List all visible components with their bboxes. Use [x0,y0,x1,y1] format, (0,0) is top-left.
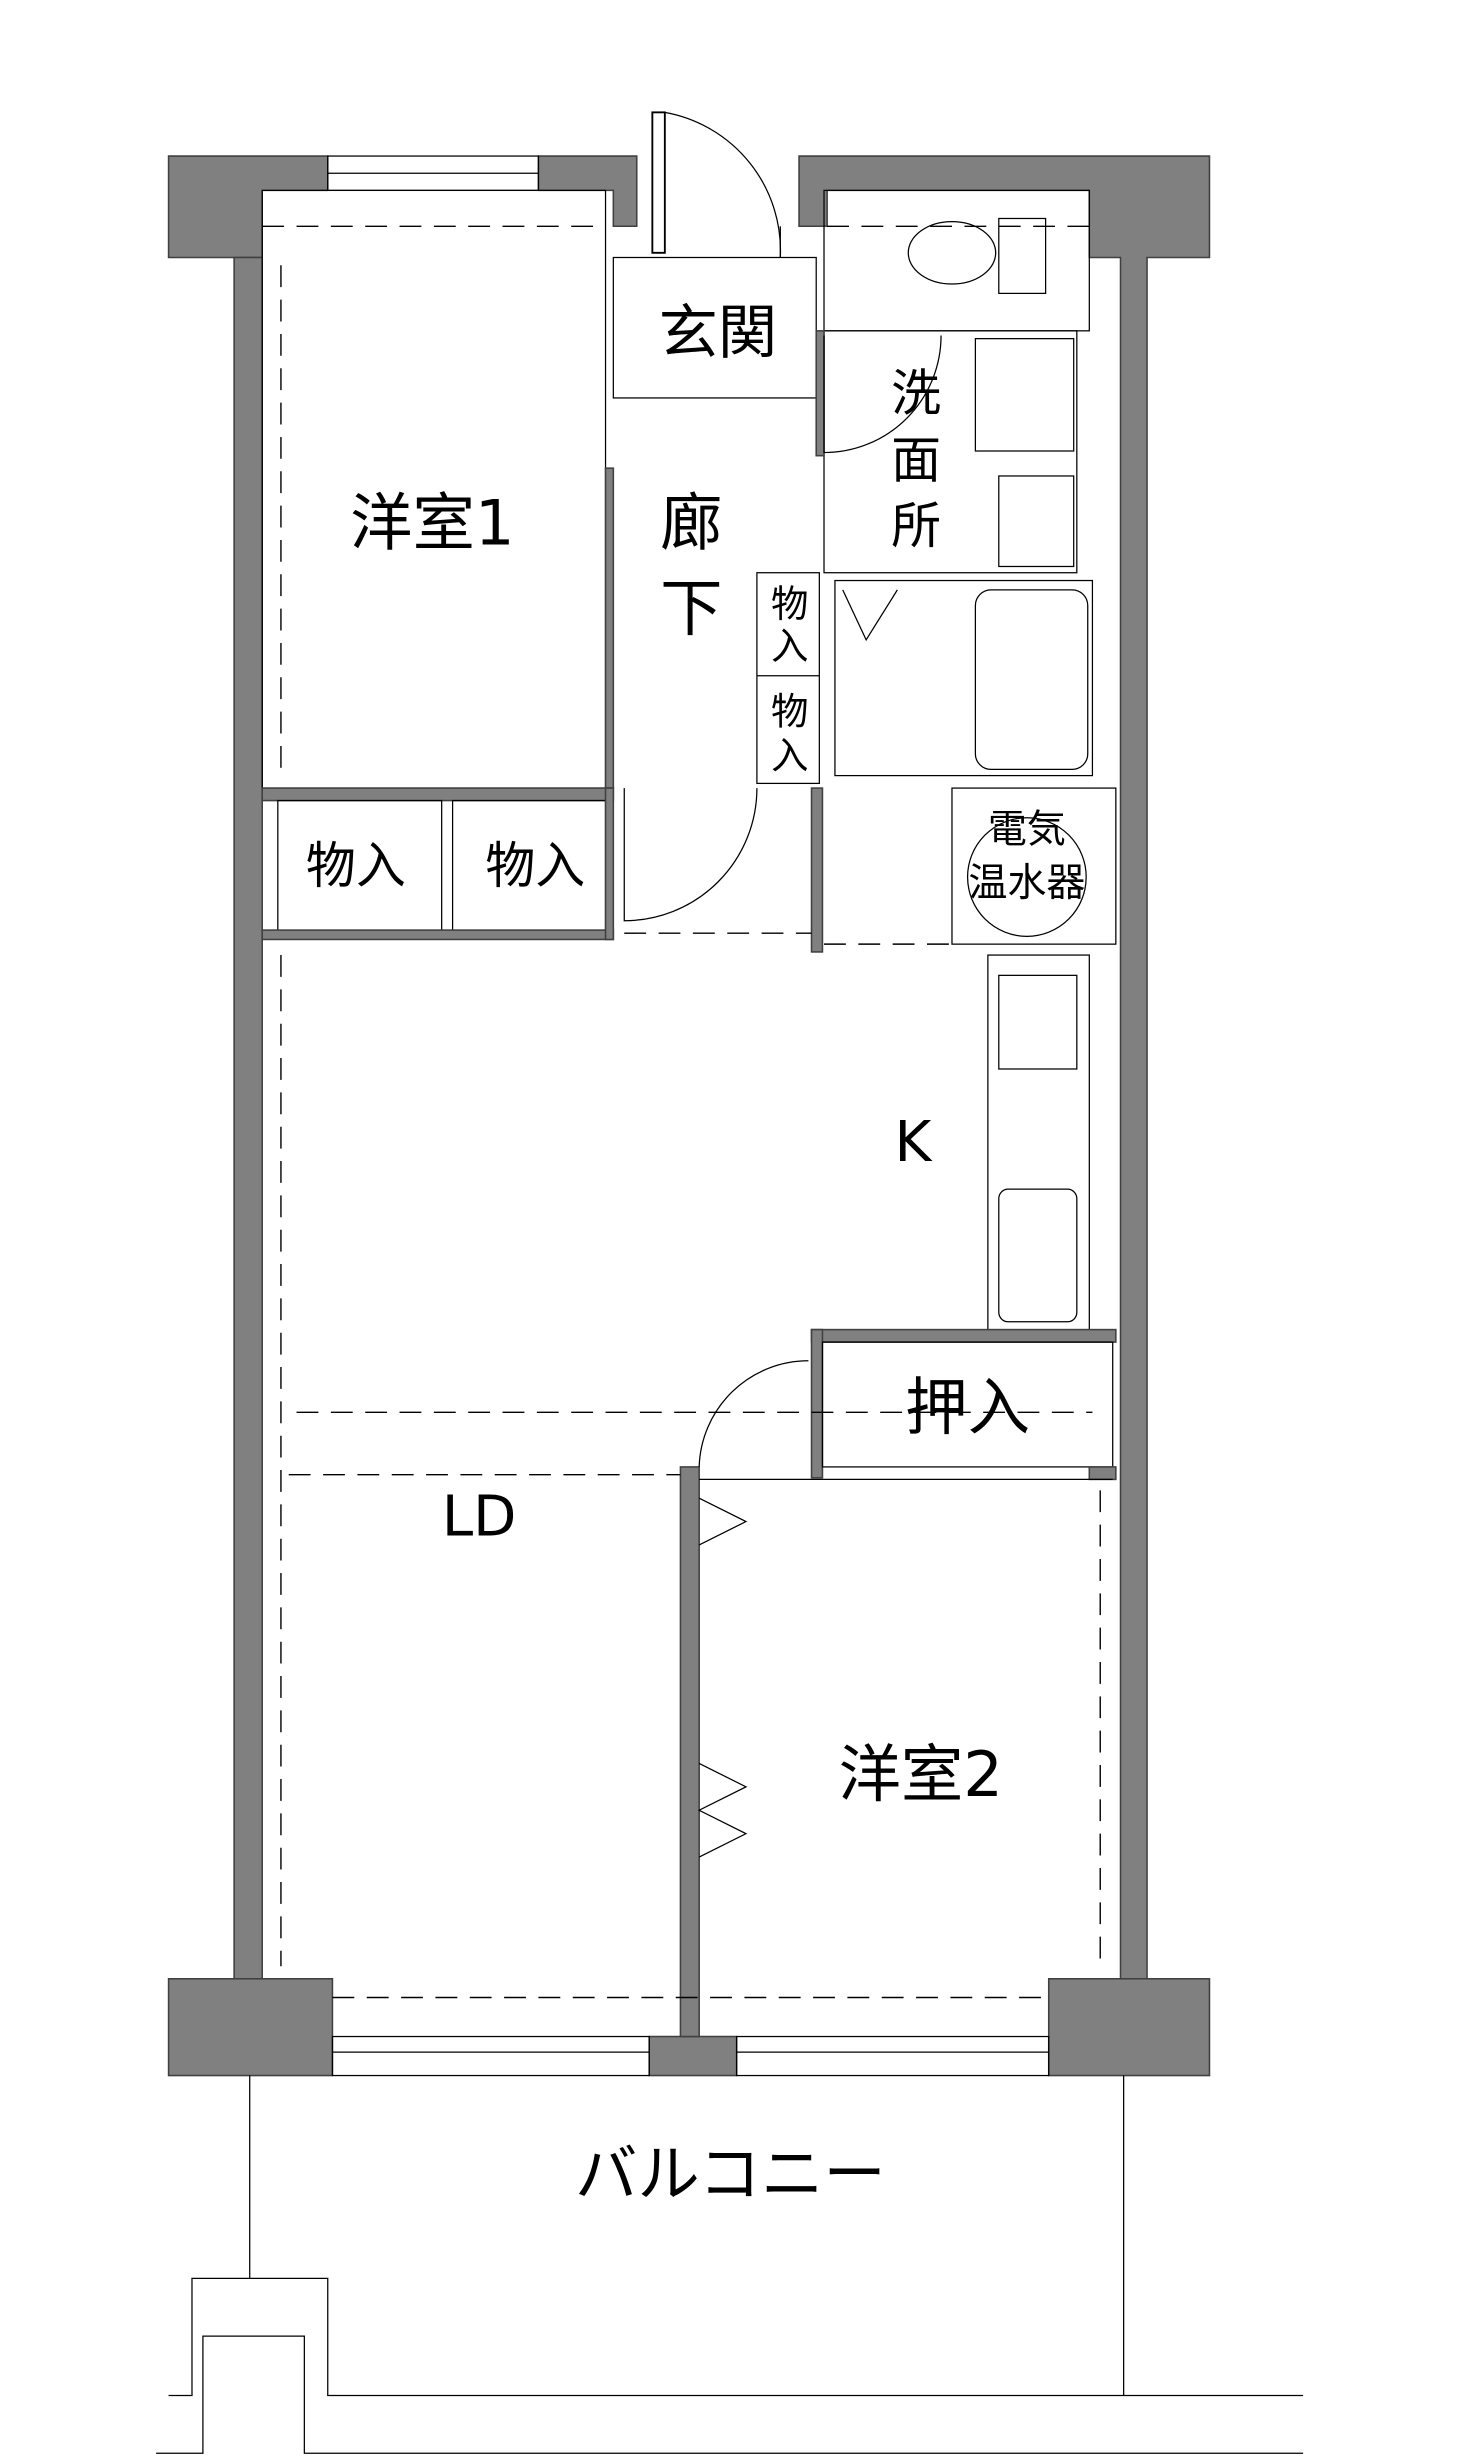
label-storage-small-1b: 入 [771,624,808,668]
label-closet: 押入 [905,1371,1030,1444]
label-storage-right: 物入 [485,837,585,895]
dashed-lines [262,225,1101,1999]
fixtures [623,217,1089,1858]
entrance-door[interactable] [651,111,782,258]
label-western-room-1: 洋室1 [350,486,515,559]
label-entrance: 玄関 [659,298,778,367]
label-kitchen: K [895,1110,934,1175]
label-storage-small-2b: 入 [771,733,808,777]
label-living-dining: LD [442,1484,517,1549]
label-western-room-2: 洋室2 [839,1738,1004,1811]
label-storage-small-1a: 物 [771,582,808,626]
label-hallway-1: 廊 [660,486,722,559]
outer-walls [167,155,1211,2077]
label-water-heater-1: 電気 [988,808,1066,853]
label-balcony: バルコニー [575,2137,886,2210]
label-storage-left: 物入 [306,837,406,895]
label-washroom-2: 面 [891,431,941,489]
label-storage-small-2a: 物 [771,690,808,734]
room-labels: 洋室1 玄関 廊 下 洗 面 所 物 入 物 入 物入 物入 電気 温水器 K … [306,298,1085,2210]
label-water-heater-2: 温水器 [968,861,1085,906]
label-washroom-1: 洗 [891,364,941,422]
balcony-railing [156,2075,1304,2454]
windows [327,155,1050,2077]
label-washroom-3: 所 [891,497,941,555]
label-hallway-2: 下 [660,572,722,645]
